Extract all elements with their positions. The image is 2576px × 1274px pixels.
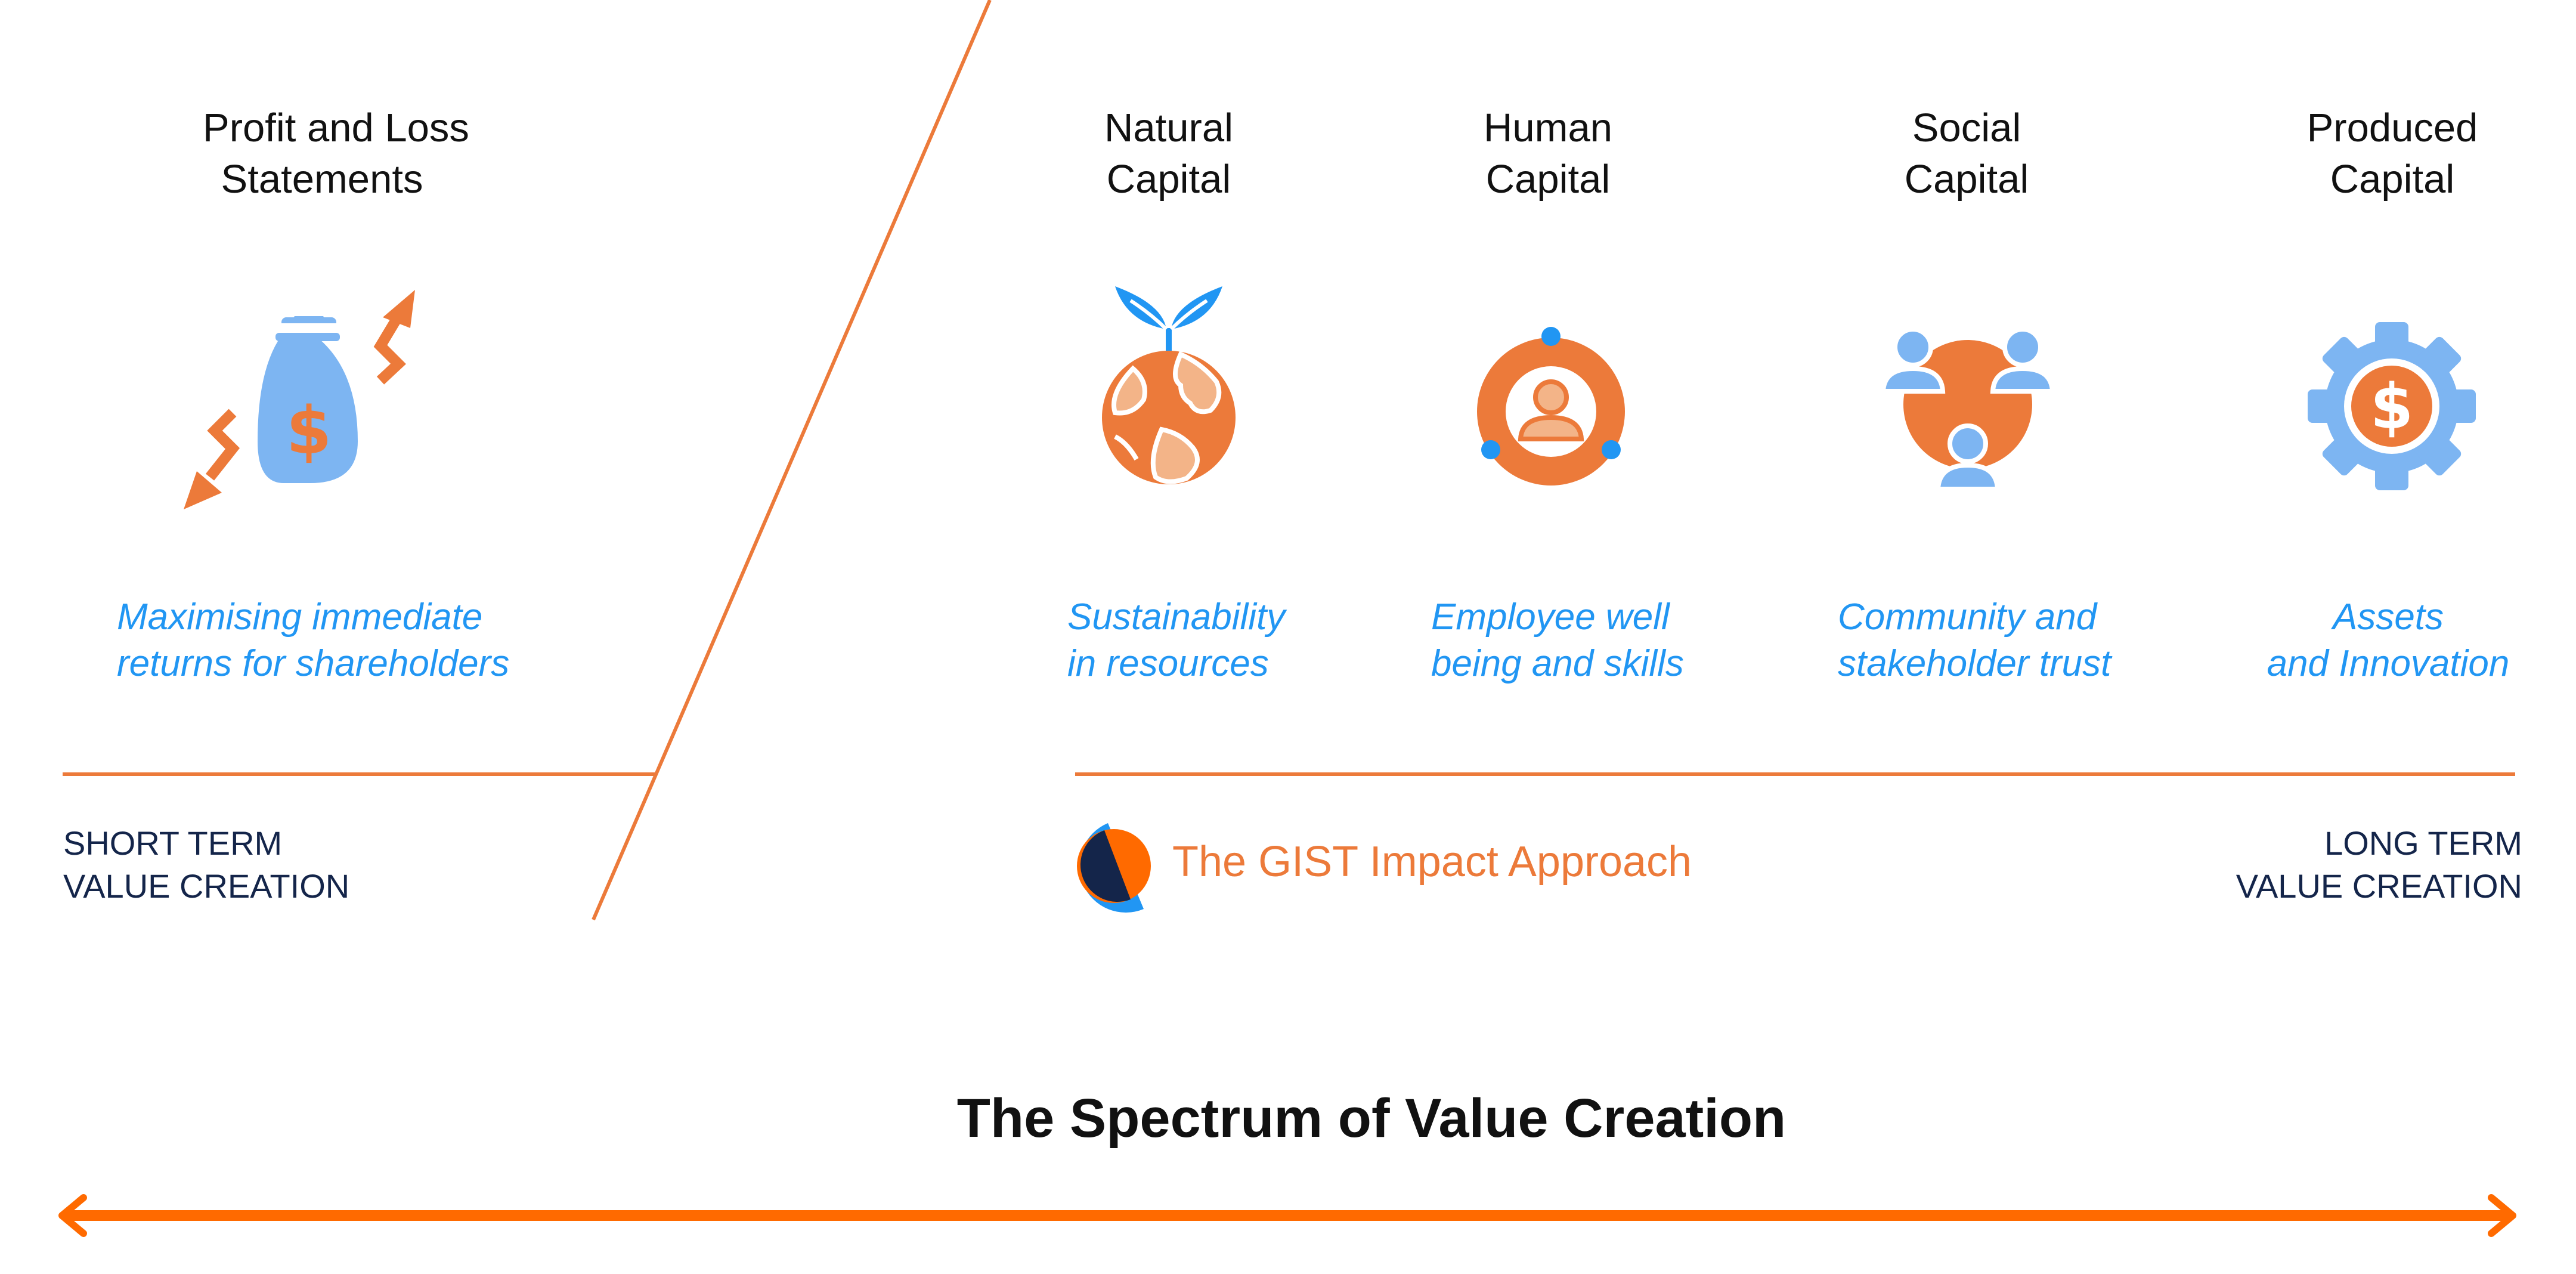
heading-line: Capital bbox=[2330, 157, 2455, 202]
social-capital-heading: Social Capital bbox=[1847, 103, 2086, 205]
caption-line: Employee well bbox=[1431, 596, 1670, 638]
term-line: VALUE CREATION bbox=[2236, 867, 2522, 905]
social-capital-caption: Community and stakeholder trust bbox=[1838, 594, 2111, 687]
gear-dollar-icon: $ bbox=[2308, 322, 2476, 490]
svg-text:$: $ bbox=[2370, 370, 2413, 443]
heading-line: Natural bbox=[1104, 106, 1233, 150]
spectrum-arrow bbox=[58, 1194, 2516, 1237]
human-capital-heading: Human Capital bbox=[1429, 103, 1667, 205]
caption-line: Community and bbox=[1838, 596, 2097, 638]
heading-line: Human bbox=[1484, 106, 1612, 150]
term-line: VALUE CREATION bbox=[63, 867, 350, 905]
heading-line: Statements bbox=[221, 157, 423, 202]
produced-capital-caption: Assets and Innovation bbox=[2254, 594, 2522, 687]
heading-line: Capital bbox=[1904, 157, 2029, 202]
produced-capital-heading: Produced Capital bbox=[2267, 103, 2518, 205]
diagonal-divider bbox=[592, 0, 992, 921]
gist-logo-icon bbox=[1077, 823, 1151, 913]
sprouting-globe-icon bbox=[1102, 286, 1236, 484]
natural-capital-caption: Sustainability in resources bbox=[1067, 594, 1285, 687]
page-title: The Spectrum of Value Creation bbox=[956, 1088, 1787, 1149]
profit-loss-caption: Maximising immediate returns for shareho… bbox=[117, 594, 509, 687]
caption-line: Assets bbox=[2332, 596, 2444, 638]
svg-text:$: $ bbox=[286, 392, 332, 469]
person-ring-icon bbox=[1477, 327, 1625, 486]
term-line: SHORT TERM bbox=[63, 824, 283, 862]
community-people-icon bbox=[1884, 327, 2051, 491]
natural-capital-heading: Natural Capital bbox=[1049, 103, 1288, 205]
caption-line: returns for shareholders bbox=[117, 643, 510, 684]
heading-line: Capital bbox=[1106, 157, 1231, 202]
caption-line: being and skills bbox=[1431, 643, 1684, 684]
long-term-label: LONG TERM VALUE CREATION bbox=[2147, 822, 2522, 908]
heading-line: Capital bbox=[1485, 157, 1611, 202]
human-capital-caption: Employee well being and skills bbox=[1431, 594, 1684, 687]
caption-line: stakeholder trust bbox=[1838, 643, 2111, 684]
caption-line: and Innovation bbox=[2267, 643, 2510, 684]
heading-line: Social bbox=[1912, 106, 2021, 150]
caption-line: Sustainability bbox=[1067, 596, 1286, 638]
heading-line: Produced bbox=[2306, 106, 2478, 150]
caption-line: in resources bbox=[1067, 643, 1269, 684]
money-bag-icon: $ bbox=[184, 290, 415, 509]
term-line: LONG TERM bbox=[2324, 824, 2522, 862]
gist-brand-name: The GIST Impact Approach bbox=[1172, 838, 1692, 886]
caption-line: Maximising immediate bbox=[117, 596, 483, 638]
heading-line: Profit and Loss bbox=[203, 106, 469, 150]
short-term-label: SHORT TERM VALUE CREATION bbox=[63, 822, 349, 908]
profit-loss-heading: Profit and Loss Statements bbox=[203, 103, 469, 205]
